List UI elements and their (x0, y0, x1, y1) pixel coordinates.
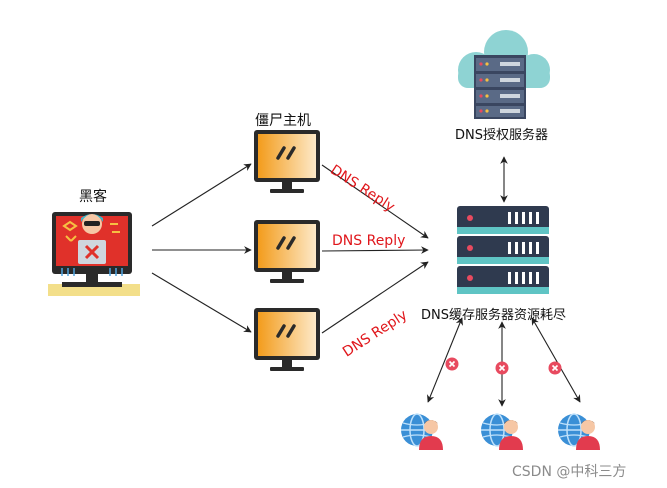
dns-reply-label-middle: DNS Reply (332, 233, 406, 249)
block-icon (494, 360, 510, 376)
user-globe-icon (557, 413, 601, 451)
zombie-monitor-icon (252, 128, 322, 195)
block-icon (547, 360, 563, 376)
hacker-label: 黑客 (79, 189, 107, 205)
reply-arrows (321, 164, 429, 334)
hacker-icon (48, 212, 140, 296)
auth-server-label: DNS授权服务器 (455, 128, 548, 143)
cloud-server-icon (458, 30, 550, 119)
cache-server-label: DNS缓存服务器资源耗尽 (421, 308, 566, 323)
block-icon (444, 356, 460, 372)
watermark: CSDN @中科三方 (512, 464, 627, 480)
zombie-host-label: 僵尸主机 (255, 113, 311, 129)
server-rack-icon (457, 206, 549, 294)
zombie-monitor-icon (252, 218, 322, 285)
zombie-monitor-icon (252, 306, 322, 373)
user-globe-icon (480, 413, 524, 451)
attack-arrows (151, 163, 252, 333)
user-globe-icon (400, 413, 444, 451)
